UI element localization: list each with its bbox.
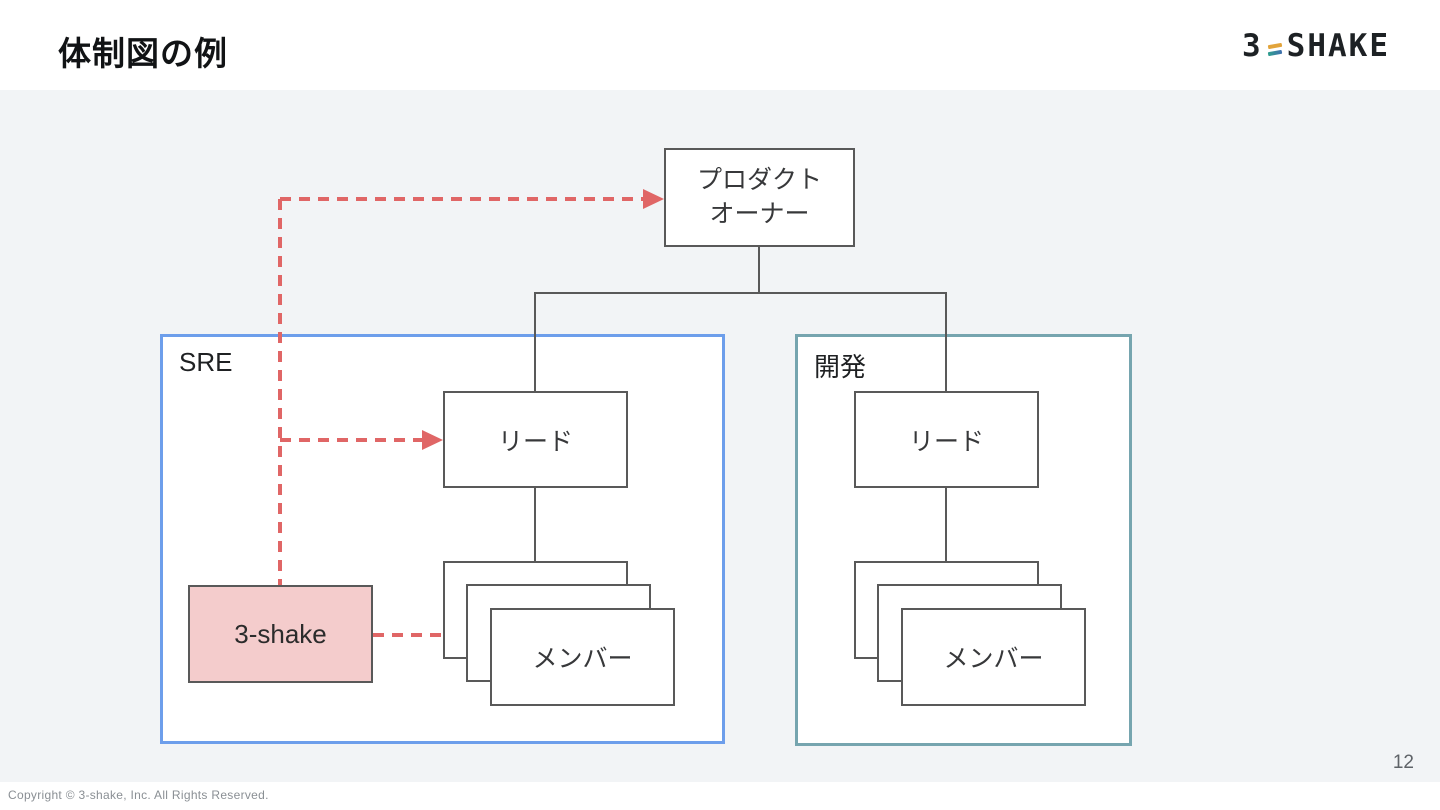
group-sre-label: SRE <box>179 347 233 377</box>
product-owner-box: プロダクト オーナー <box>664 148 855 247</box>
connector-lead-member-sre <box>534 488 536 562</box>
arrowhead-to-product-owner-icon <box>643 189 664 209</box>
dashed-line-vertical <box>278 199 282 585</box>
group-dev-label: 開発 <box>814 352 867 382</box>
dev-member-front-box: メンバー <box>901 608 1086 706</box>
arrowhead-to-sre-lead-icon <box>422 430 443 450</box>
product-owner-line2: オーナー <box>709 199 810 228</box>
dev-lead-box: リード <box>854 391 1039 488</box>
product-owner-line1: プロダクト <box>696 165 822 194</box>
logo-chevrons-icon <box>1267 42 1282 56</box>
sre-lead-box: リード <box>443 391 628 488</box>
dashed-line-to-sre-members <box>373 633 447 637</box>
connector-drop-sre <box>534 292 536 391</box>
dashed-line-to-sre-lead <box>280 438 423 442</box>
connector-drop-dev <box>945 292 947 391</box>
logo-suffix: SHAKE <box>1286 28 1390 64</box>
page-number: 12 <box>1392 752 1414 773</box>
dashed-line-to-product-owner <box>280 197 644 201</box>
connector-horizontal <box>534 292 947 294</box>
sre-member-front-box: メンバー <box>490 608 675 706</box>
logo-prefix: 3 <box>1242 28 1263 64</box>
copyright-text: Copyright © 3-shake, Inc. All Rights Res… <box>8 788 269 802</box>
external-3shake-box: 3-shake <box>188 585 373 683</box>
page-title: 体制図の例 <box>58 35 228 72</box>
footer: Copyright © 3-shake, Inc. All Rights Res… <box>0 782 1440 810</box>
connector-lead-member-dev <box>945 488 947 562</box>
header: 体制図の例 3 SHAKE <box>0 0 1440 90</box>
connector-po-stem <box>758 247 760 293</box>
logo: 3 SHAKE <box>1242 28 1390 64</box>
